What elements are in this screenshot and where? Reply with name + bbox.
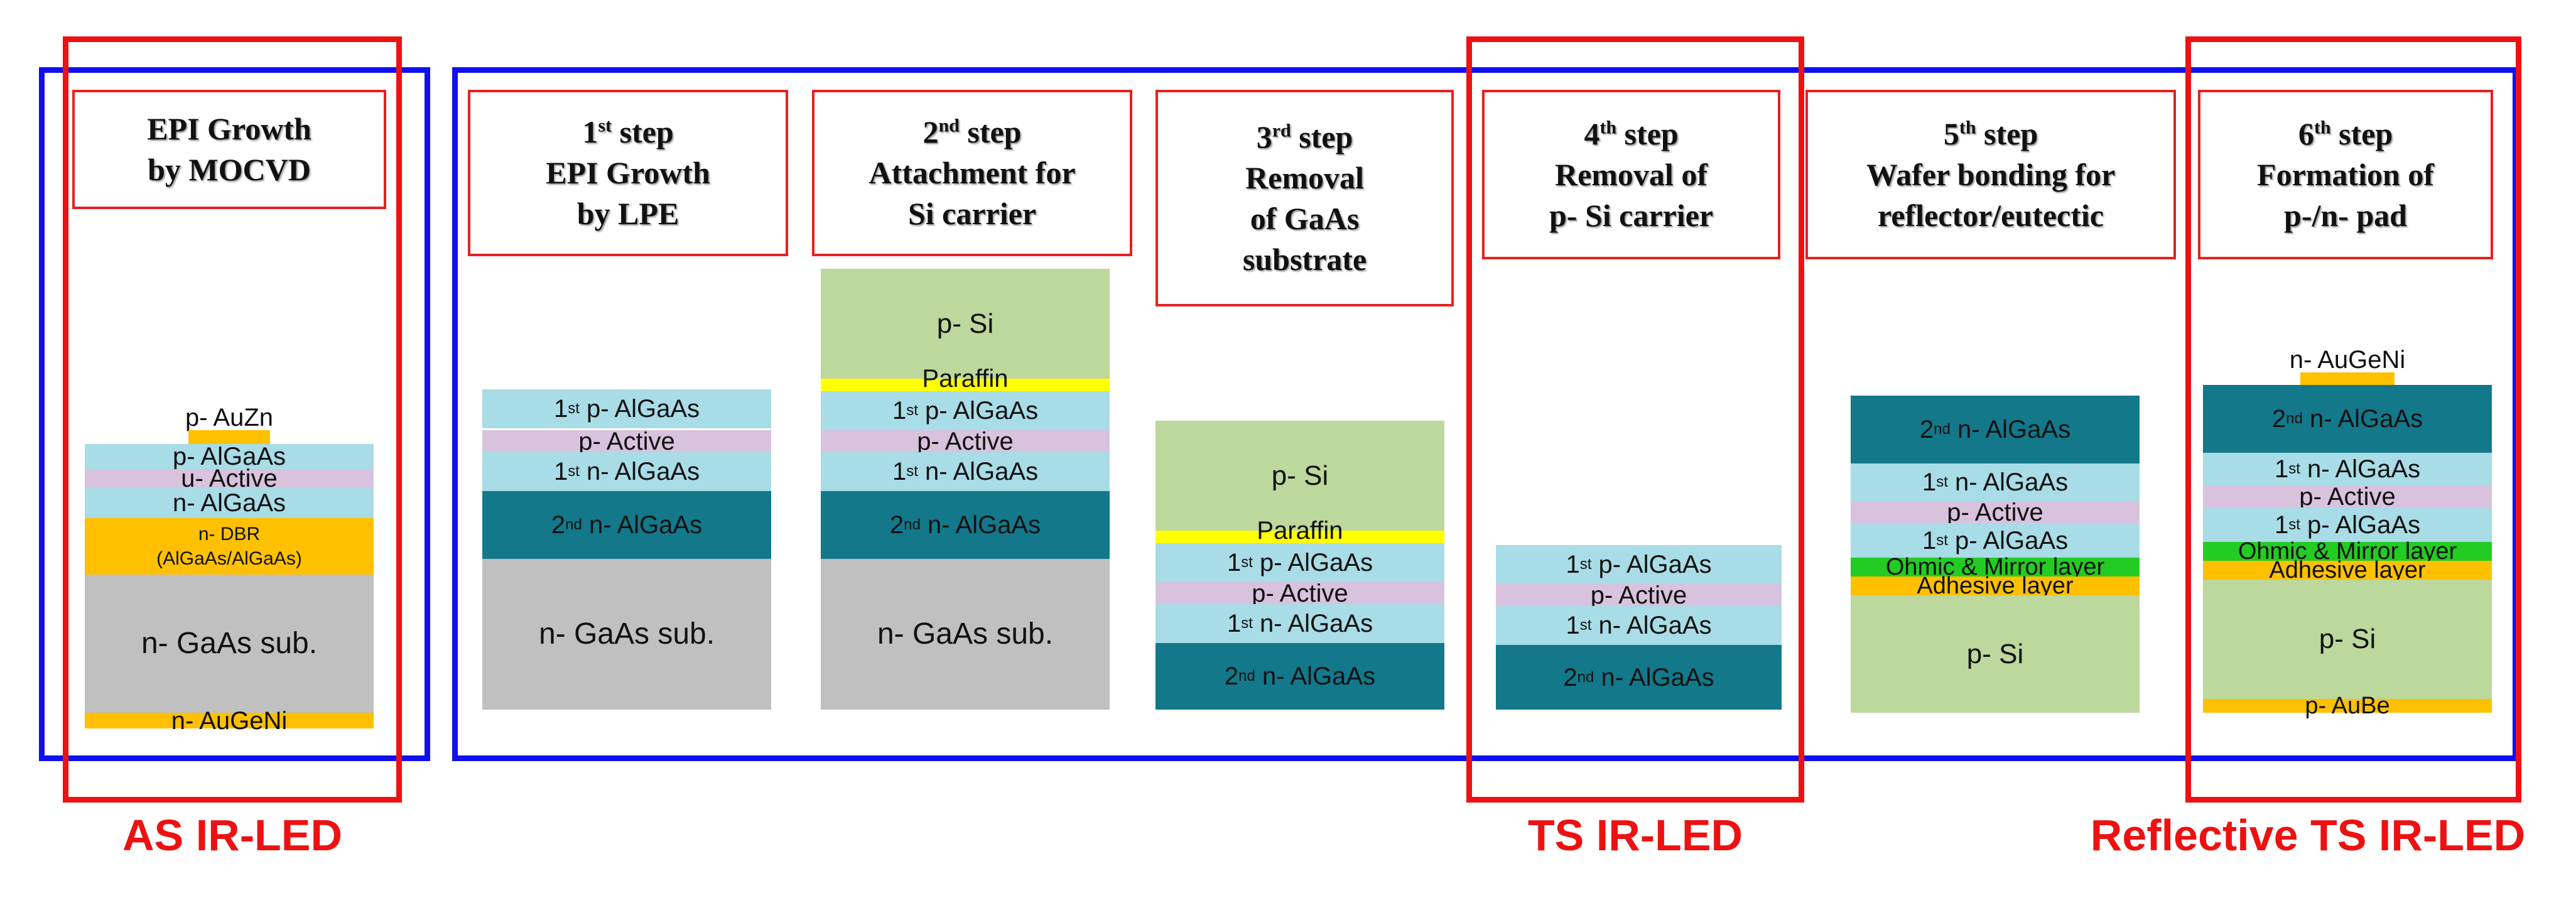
layer-adhesive: Adhesive layer xyxy=(1851,574,2140,598)
layer-p-active: p- Active xyxy=(1155,581,1444,606)
ts-ir-led-highlight-frame xyxy=(1466,36,1804,803)
header-step6-line1: 6th step xyxy=(2298,116,2393,151)
header-step2-line3: Si carrier xyxy=(907,196,1037,231)
header-step3-line2: Removal xyxy=(1245,160,1364,195)
header-step2: 2nd step Attachment for Si carrier xyxy=(812,90,1132,256)
layer-p-active: p- Active xyxy=(821,429,1110,454)
layer-p-active: p- Active xyxy=(1496,583,1782,608)
header-as-line2: by MOCVD xyxy=(148,152,311,187)
process-steps-group-frame xyxy=(452,67,2518,761)
header-step3-line3: of GaAs xyxy=(1250,200,1360,236)
layer-p-auzn-label: p- AuZn xyxy=(185,404,274,431)
layer-adhesive: Adhesive layer xyxy=(2203,558,2492,582)
header-step6-line3: p-/n- pad xyxy=(2284,197,2407,233)
header-step1-line2: EPI Growth xyxy=(546,155,710,190)
layer-p-algaas: p- AlGaAs xyxy=(85,444,374,469)
layer-n-algaas: n- AlGaAs xyxy=(85,488,374,518)
layer-n-augeni-label: n- AuGeNi xyxy=(2289,346,2406,374)
header-step2-line1: 2nd step xyxy=(923,114,1022,149)
header-step3-line1: 3rd step xyxy=(1256,119,1353,154)
layer-n-augeni: n- AuGeNi xyxy=(85,708,374,733)
header-step3-line4: substrate xyxy=(1242,241,1367,277)
layer-p-si: p- Si xyxy=(1851,595,2140,713)
layer-n-dbr: n- DBR (AlGaAs/AlGaAs) xyxy=(85,518,374,575)
header-as: EPI Growth by MOCVD xyxy=(72,90,386,209)
reflective-ts-ir-led-highlight-frame xyxy=(2185,36,2521,803)
header-step6-line2: Formation of xyxy=(2257,156,2434,192)
layer-u-active: u- Active xyxy=(85,466,374,491)
header-step1-line3: by LPE xyxy=(576,196,679,231)
as-ir-led-highlight-frame xyxy=(63,36,402,803)
header-step3: 3rd step Removal of GaAs substrate xyxy=(1155,90,1454,306)
layer-p-aube: p- AuBe xyxy=(2203,694,2492,718)
layer-paraffin: Paraffin xyxy=(821,366,1110,391)
layer-p-active: p- Active xyxy=(1851,500,2140,525)
layer-ohmic-mirror: Ohmic & Mirror layer xyxy=(2203,539,2492,563)
reflective-ts-ir-led-label: Reflective TS IR-LED xyxy=(2090,811,2526,860)
header-step5-line3: reflector/eutectic xyxy=(1878,197,2104,233)
layer-n-augeni xyxy=(2300,372,2395,385)
layer-n-gaas-sub: n- GaAs sub. xyxy=(821,559,1110,710)
header-step5-line1: 5th step xyxy=(1943,116,2038,151)
layer-n-gaas-sub: n- GaAs sub. xyxy=(85,575,374,713)
layer-p-si: p- Si xyxy=(2203,580,2492,699)
mocvd-group-frame xyxy=(39,67,430,761)
layer-p-si: p- Si xyxy=(821,269,1110,379)
header-step2-line2: Attachment for xyxy=(869,155,1076,190)
header-step6: 6th step Formation of p-/n- pad xyxy=(2198,90,2493,259)
layer-p-auzn xyxy=(188,430,270,444)
header-step4-line1: 4th step xyxy=(1584,116,1679,151)
layer-n-gaas-sub: n- GaAs sub. xyxy=(482,559,771,710)
header-step1-line1: 1st step xyxy=(582,114,674,149)
layer-p-active: p- Active xyxy=(482,429,771,454)
header-step5-line2: Wafer bonding for xyxy=(1866,156,2116,192)
ts-ir-led-label: TS IR-LED xyxy=(1527,811,1743,860)
layer-n-dbr-label: n- DBR (AlGaAs/AlGaAs) xyxy=(156,524,302,569)
stack-as: p- AuZn p- AlGaAs u- Active n- AlGaAs n-… xyxy=(85,402,374,733)
header-step1: 1st step EPI Growth by LPE xyxy=(468,90,788,256)
header-step4: 4th step Removal of p- Si carrier xyxy=(1482,90,1780,259)
header-step5: 5th step Wafer bonding for reflector/eut… xyxy=(1805,90,2176,259)
as-ir-led-label: AS IR-LED xyxy=(122,811,342,860)
header-as-line1: EPI Growth xyxy=(147,111,311,146)
layer-p-active: p- Active xyxy=(2203,484,2492,509)
layer-p-si: p- Si xyxy=(1155,421,1444,531)
header-step4-line3: p- Si carrier xyxy=(1549,197,1713,233)
layer-ohmic-mirror: Ohmic & Mirror layer xyxy=(1851,555,2140,579)
layer-paraffin: Paraffin xyxy=(1155,518,1444,543)
header-step4-line2: Removal of xyxy=(1554,156,1707,192)
